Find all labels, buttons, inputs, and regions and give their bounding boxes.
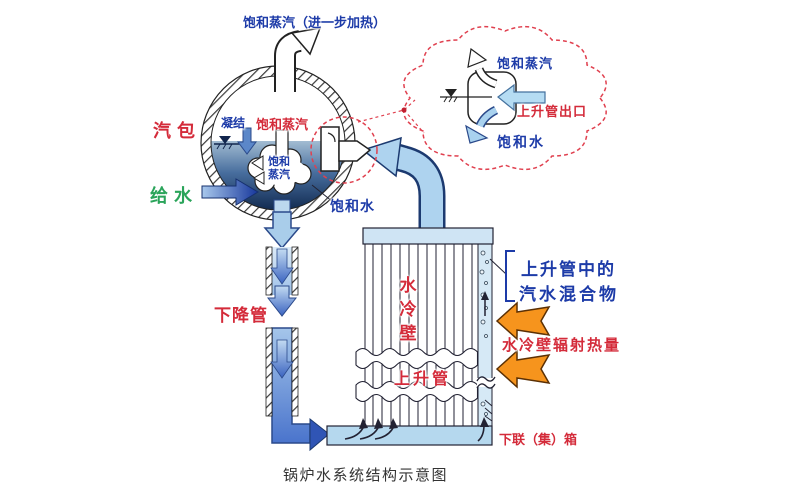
label-steam-drum: 汽包 (153, 121, 201, 141)
label-downcomer: 下降管 (214, 306, 268, 325)
label-lower-header: 下联（集）箱 (499, 432, 578, 447)
callout-riser-inlet-arrow (497, 83, 546, 112)
feed-water-arrow (201, 178, 259, 206)
label-water-wall: 水冷壁 (399, 276, 417, 343)
label-condensation: 凝结 (221, 116, 246, 130)
callout-water-down-arrow (465, 105, 499, 144)
drum-internal-pipe (251, 129, 289, 185)
water-wall-panel (355, 227, 496, 428)
label-riser-mixture-line2: 汽水混合物 (519, 285, 619, 304)
label-callout-saturated-steam: 饱和蒸汽 (497, 56, 554, 71)
riser-outlet-separator (320, 126, 372, 172)
radiant-heat-arrow-bottom (495, 349, 551, 389)
condensation-arrow (237, 127, 257, 155)
panel-break-band-upper (355, 347, 479, 370)
steam-out-arrow (274, 27, 322, 92)
upper-header-bar (362, 227, 494, 245)
diagram-title: 锅炉水系统结构示意图 (283, 467, 449, 484)
saturated-water-pointer-line (311, 184, 334, 203)
water-level-icon (214, 136, 240, 150)
label-feed-water: 给水 (150, 186, 198, 206)
radiant-heat-arrow-top (495, 301, 551, 341)
label-riser-mixture-line1: 上升管中的 (521, 260, 616, 279)
callout-separator-device (440, 71, 517, 125)
magnifier-dashed-circle (310, 99, 425, 184)
label-riser: 上升管 (394, 371, 452, 388)
callout-steam-up-arrow (467, 47, 498, 89)
lower-header-bar (326, 417, 493, 446)
mixture-label-bracket (489, 250, 515, 302)
riser-to-drum-arrow (361, 136, 446, 240)
steam-bubbles (479, 250, 489, 416)
label-callout-saturated-water: 饱和水 (497, 134, 545, 150)
label-saturated-steam-drum: 饱和蒸汽 (256, 117, 309, 132)
label-superheat-steam: 饱和蒸汽（进一步加热） (243, 15, 387, 30)
label-callout-riser-outlet: 上升管出口 (517, 104, 588, 119)
label-drum-bubble-steam: 饱和 蒸汽 (268, 156, 290, 181)
downcomer-assembly (263, 211, 330, 452)
panel-break-band-lower (355, 380, 479, 403)
label-saturated-water-drum: 饱和水 (330, 198, 375, 214)
label-radiant-heat: 水冷壁辐射热量 (502, 337, 622, 354)
